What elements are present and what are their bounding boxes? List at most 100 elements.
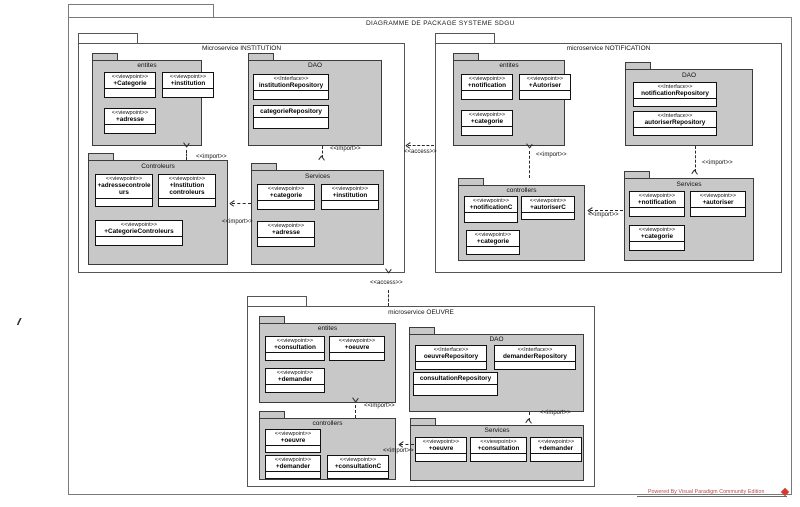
class-attributes [465, 213, 517, 222]
class-box[interactable]: <<viewpoint>> +autoriserC [521, 196, 575, 220]
class-attributes [520, 91, 570, 99]
institution-services-label: Services [305, 173, 330, 180]
microservice-notification-tab [435, 33, 495, 44]
class-box[interactable]: <<viewpoint>> +adressecontroleurs [95, 174, 153, 207]
class-header: <<Interface>> notificationRepository [634, 83, 716, 100]
class-box[interactable]: <<Interface>> notificationRepository [633, 82, 717, 107]
microservice-institution-tab [78, 33, 138, 44]
class-header: <<viewpoint>> +notificationC [465, 197, 517, 214]
class-name: +adresse [116, 116, 144, 124]
class-box[interactable]: <<viewpoint>> +autoriser [690, 191, 746, 217]
class-box[interactable]: <<viewpoint>> +Autoriser [519, 74, 571, 100]
class-box[interactable]: <<viewpoint>> +institution [321, 184, 379, 210]
institution-controleurs-label: Controleurs [141, 163, 175, 170]
class-box[interactable]: <<viewpoint>> +notificationC [464, 196, 518, 223]
class-box[interactable]: <<viewpoint>> +categorie [461, 110, 513, 136]
class-stereotype: <<viewpoint>> [105, 176, 143, 182]
class-box[interactable]: categorieRepository [253, 105, 329, 129]
class-box[interactable]: <<viewpoint>> +categorie [257, 184, 315, 210]
class-name: +Categorie [113, 80, 147, 88]
class-box[interactable]: <<viewpoint>> +Categorie [104, 72, 156, 98]
microservice-oeuvre-label: microservice OEUVRE [388, 309, 454, 316]
class-box[interactable]: <<viewpoint>> +consultation [470, 437, 527, 462]
class-box[interactable]: <<viewpoint>> +Institution controleurs [158, 174, 216, 207]
class-box[interactable]: <<Interface>> oeuvreRepository [415, 345, 487, 370]
class-box[interactable]: <<viewpoint>> +adresse [104, 108, 156, 134]
microservice-institution-label: Microservice INSTITUTION [201, 45, 282, 52]
class-box[interactable]: consultationRepository [413, 372, 498, 396]
class-attributes [266, 353, 324, 360]
class-stereotype: <<viewpoint>> [638, 193, 676, 199]
class-name: institutionRepository [258, 82, 324, 90]
class-box[interactable]: <<viewpoint>> +institution [162, 72, 214, 98]
institution-dao-label: DAO [307, 62, 323, 69]
class-stereotype: <<viewpoint>> [111, 74, 149, 80]
class-name: +categorie [470, 118, 504, 126]
institution-entites-label: entites [137, 62, 157, 69]
class-attributes [522, 213, 574, 219]
class-box[interactable]: <<viewpoint>> +consultation [265, 336, 325, 361]
class-name: +CategorieControleurs [104, 228, 174, 236]
class-box[interactable]: <<viewpoint>> +notification [629, 191, 685, 217]
class-stereotype: <<viewpoint>> [169, 74, 207, 80]
class-header: <<viewpoint>> +demander [266, 456, 320, 473]
class-attributes [462, 91, 512, 99]
class-attributes [495, 362, 575, 369]
class-attributes [254, 118, 328, 128]
class-name: oeuvreRepository [423, 353, 479, 361]
class-box[interactable]: <<viewpoint>> +categorie [629, 225, 685, 251]
class-attributes [105, 89, 155, 97]
import-label: <<import>> [536, 152, 567, 158]
notification-services-tab [624, 171, 650, 179]
watermark-text: Powered By Visual Paradigm Community Edi… [648, 489, 765, 495]
class-header: <<viewpoint>> +adresse [105, 109, 155, 126]
class-box[interactable]: <<Interface>> autoriserRepository [633, 111, 717, 136]
class-header: <<viewpoint>> +notification [462, 75, 512, 92]
class-stereotype: <<viewpoint>> [468, 112, 506, 118]
class-name: +Autoriser [528, 82, 562, 90]
class-box[interactable]: <<viewpoint>> +adresse [257, 221, 315, 247]
class-stereotype: <<viewpoint>> [111, 110, 149, 116]
class-attributes [105, 125, 155, 133]
watermark-rule [637, 496, 787, 497]
class-box[interactable]: <<viewpoint>> +oeuvre [265, 429, 321, 453]
class-box[interactable]: <<viewpoint>> +notification [461, 74, 513, 100]
class-stereotype: <<viewpoint>> [274, 457, 312, 463]
class-attributes [531, 454, 581, 461]
class-attributes [634, 128, 716, 135]
class-header: <<viewpoint>> +demander [531, 438, 581, 455]
institution-dao-tab [248, 53, 274, 61]
class-name: consultationRepository [419, 375, 492, 382]
class-name: +notification [637, 199, 677, 207]
class-name: +demander [275, 463, 311, 471]
oeuvre-controllers-label: controllers [312, 420, 343, 427]
institution-dao-package[interactable] [248, 60, 382, 146]
class-box[interactable]: <<viewpoint>> +CategorieControleurs [95, 220, 183, 246]
class-box[interactable]: <<viewpoint>> +demander [265, 455, 321, 479]
class-stereotype: <<viewpoint>> [699, 193, 737, 199]
class-box[interactable]: <<viewpoint>> +oeuvre [329, 336, 385, 361]
import-label: <<import>> [330, 146, 361, 152]
class-box[interactable]: <<viewpoint>> +demander [265, 368, 325, 393]
class-box[interactable]: <<viewpoint>> +oeuvre [415, 437, 467, 462]
oeuvre-services-tab [410, 418, 436, 426]
import-connector [695, 146, 696, 172]
class-name: +consultation [274, 344, 316, 352]
class-header: <<viewpoint>> +Categorie [105, 73, 155, 90]
import-label: <<import>> [540, 410, 571, 416]
class-header: consultationRepository [414, 373, 497, 386]
class-box[interactable]: <<viewpoint>> +categorie [466, 230, 520, 255]
class-box[interactable]: <<viewpoint>> +demander [530, 437, 582, 462]
class-box[interactable]: <<Interface>> institutionRepository [253, 74, 329, 100]
class-attributes [630, 208, 684, 216]
oeuvre-services-label: Services [484, 427, 510, 434]
class-attributes [634, 99, 716, 106]
class-attributes [258, 201, 314, 209]
class-name: +institution [332, 192, 368, 200]
class-stereotype: <<viewpoint>> [422, 439, 460, 445]
class-box[interactable]: <<viewpoint>> +consultationC [327, 455, 389, 479]
import-label: <<import>> [196, 154, 227, 160]
class-box[interactable]: <<Interface>> demanderRepository [494, 345, 576, 370]
class-stereotype: <<Interface>> [657, 84, 693, 90]
